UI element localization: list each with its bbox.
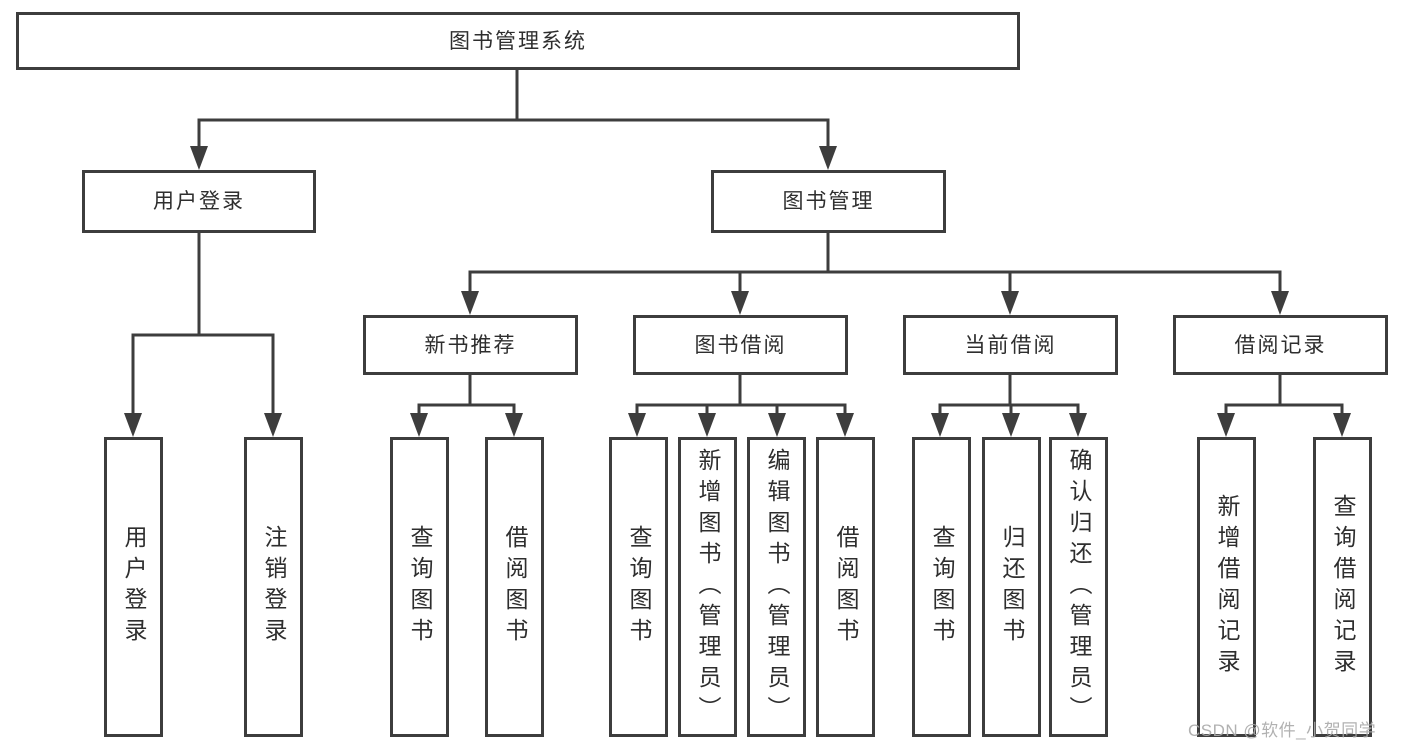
- leaf-query-borrow-record: 查询借阅记录: [1313, 437, 1372, 737]
- node-borrow-records: 借阅记录: [1173, 315, 1388, 375]
- arrow-icon: [628, 413, 646, 437]
- arrow-icon: [1002, 413, 1020, 437]
- leaf-query-books: 查询图书: [390, 437, 449, 737]
- connector-current-split: [938, 373, 1080, 419]
- node-user-login: 用户登录: [82, 170, 316, 233]
- leaf-return-books: 归还图书: [982, 437, 1041, 737]
- arrow-icon: [190, 146, 208, 170]
- leaf-query-books: 查询图书: [609, 437, 668, 737]
- connector-login-split: [131, 231, 275, 419]
- connector-newrec-split: [417, 373, 516, 419]
- arrow-icon: [819, 146, 837, 170]
- arrow-icon: [124, 413, 142, 437]
- leaf-user-login: 用户登录: [104, 437, 163, 737]
- arrow-icon: [768, 413, 786, 437]
- arrow-icon: [505, 413, 523, 437]
- arrow-icon: [1001, 291, 1019, 315]
- arrow-icon: [264, 413, 282, 437]
- arrow-icon: [461, 291, 479, 315]
- connector-mgmt-split: [468, 231, 1282, 297]
- node-book-management: 图书管理: [711, 170, 946, 233]
- leaf-query-books: 查询图书: [912, 437, 971, 737]
- leaf-add-borrow-record: 新增借阅记录: [1197, 437, 1256, 737]
- arrow-icon: [836, 413, 854, 437]
- node-current-borrow: 当前借阅: [903, 315, 1118, 375]
- leaf-borrow-books: 借阅图书: [816, 437, 875, 737]
- leaf-add-books-admin: 新增图书（管理员）: [678, 437, 737, 737]
- arrowheads: [124, 146, 1351, 437]
- node-new-book-recommend: 新书推荐: [363, 315, 578, 375]
- arrow-icon: [698, 413, 716, 437]
- connector-root-split: [197, 68, 830, 152]
- arrow-icon: [1271, 291, 1289, 315]
- connector-borrow-split: [635, 373, 847, 419]
- arrow-icon: [1217, 413, 1235, 437]
- csdn-watermark: CSDN @软件_小贺同学: [1188, 721, 1377, 740]
- arrow-icon: [1333, 413, 1351, 437]
- node-root-title: 图书管理系统: [16, 12, 1020, 70]
- leaf-confirm-return-admin: 确认归还（管理员）: [1049, 437, 1108, 737]
- leaf-logout: 注销登录: [244, 437, 303, 737]
- leaf-borrow-books: 借阅图书: [485, 437, 544, 737]
- arrow-icon: [1069, 413, 1087, 437]
- node-book-borrow: 图书借阅: [633, 315, 848, 375]
- arrow-icon: [731, 291, 749, 315]
- leaf-edit-books-admin: 编辑图书（管理员）: [747, 437, 806, 737]
- arrow-icon: [931, 413, 949, 437]
- arrow-icon: [410, 413, 428, 437]
- connector-records-split: [1224, 373, 1344, 419]
